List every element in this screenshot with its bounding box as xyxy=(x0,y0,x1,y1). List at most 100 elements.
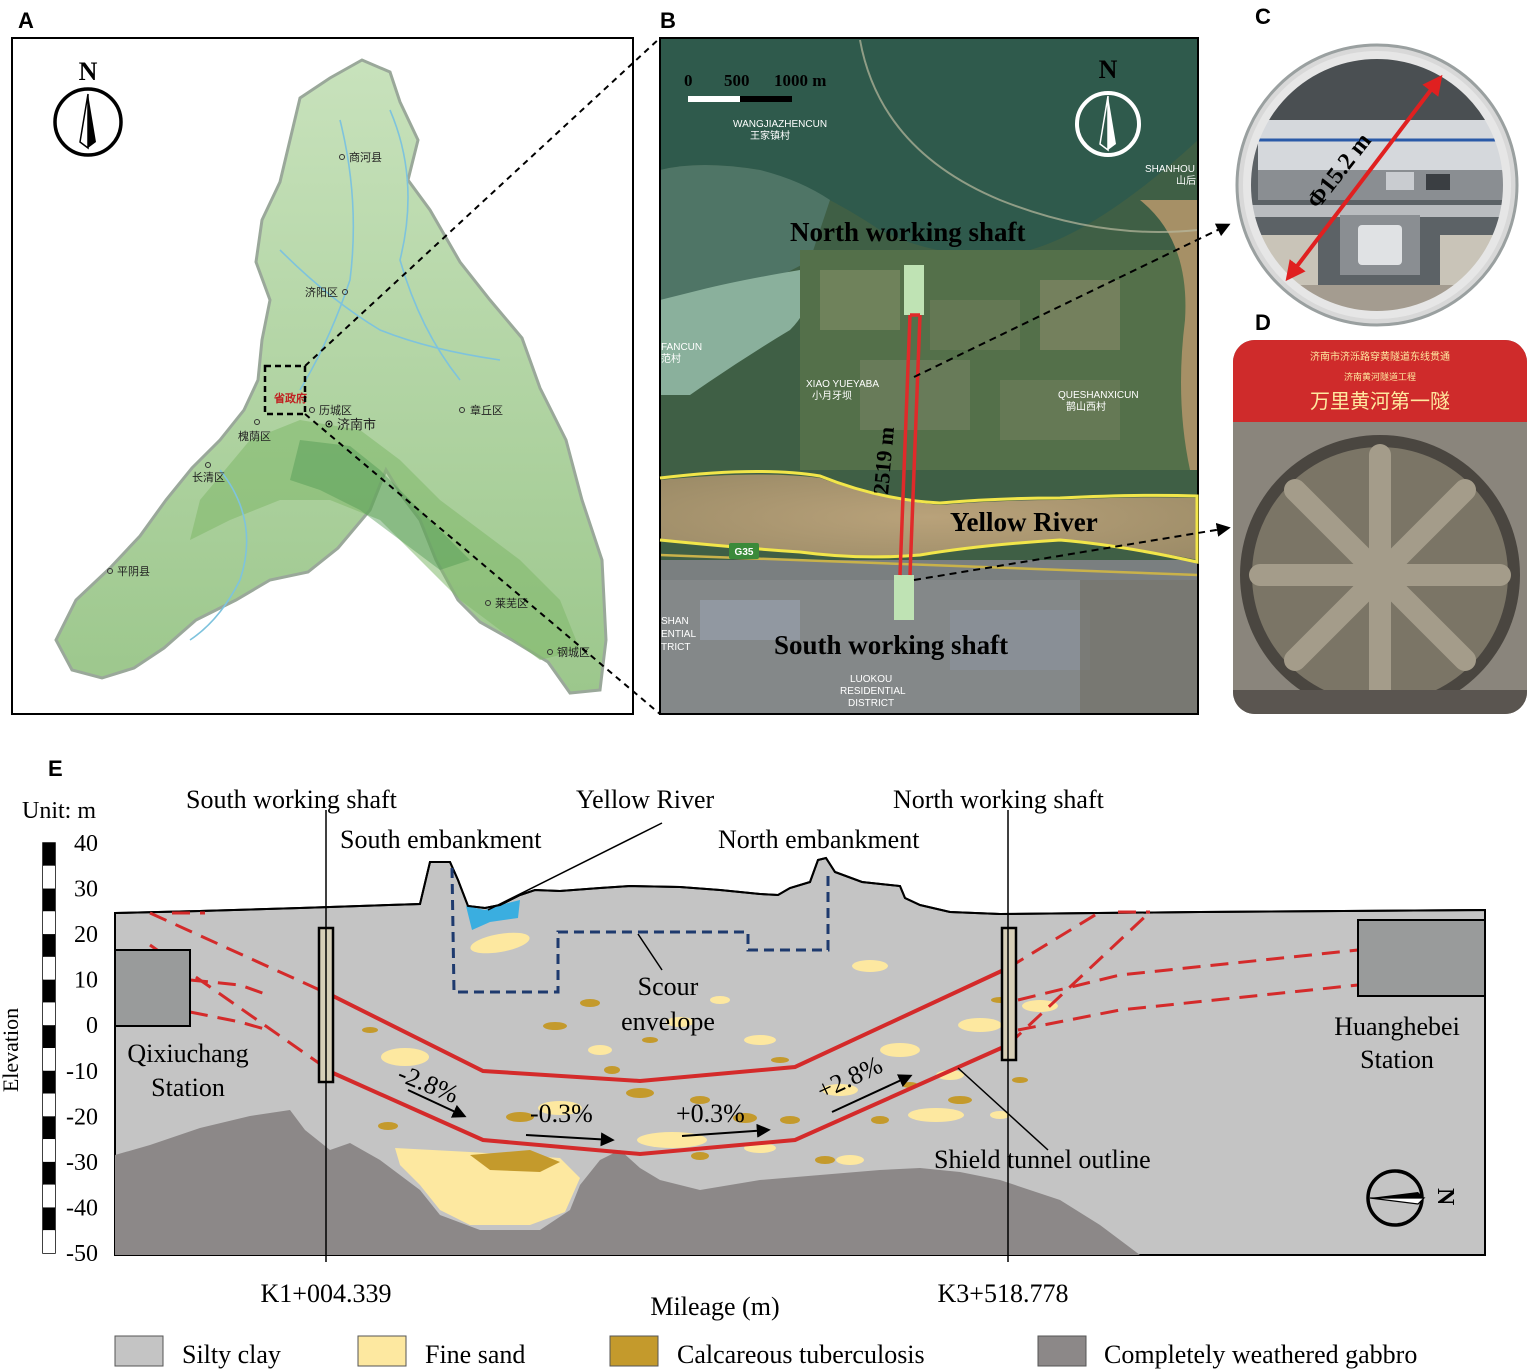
svg-text:Station: Station xyxy=(1360,1045,1434,1074)
scale-block xyxy=(43,1230,55,1253)
diameter-arrow xyxy=(1285,74,1443,282)
scale-block xyxy=(43,911,55,935)
scale-block xyxy=(43,1139,55,1162)
scale-block xyxy=(43,1070,55,1094)
svg-text:万里黄河第一隧: 万里黄河第一隧 xyxy=(1310,389,1450,413)
svg-text:济南黄河隧道工程: 济南黄河隧道工程 xyxy=(1344,371,1416,383)
svg-text:500: 500 xyxy=(724,71,750,90)
elevation-tick-label: 30 xyxy=(74,877,98,903)
svg-text:ENTIAL: ENTIAL xyxy=(661,629,696,640)
svg-text:山后: 山后 xyxy=(1176,175,1196,187)
place-changqing: 长清区 xyxy=(192,462,225,484)
scale-block xyxy=(43,1184,55,1208)
svg-text:SHANHOU: SHANHOU xyxy=(1145,164,1195,175)
place-laiwu: 莱芜区 xyxy=(485,596,528,610)
svg-text:槐荫区: 槐荫区 xyxy=(238,429,271,443)
legend-silty-clay: Silty clay xyxy=(114,1335,281,1369)
svg-text:SHAN: SHAN xyxy=(661,616,689,627)
svg-text:Scour: Scour xyxy=(638,972,699,1001)
svg-text:钢城区: 钢城区 xyxy=(557,646,590,659)
place-gangcheng: 钢城区 xyxy=(547,646,590,659)
scale-block xyxy=(43,865,55,889)
north-arrow-a: N xyxy=(53,57,123,157)
svg-text:莱芜区: 莱芜区 xyxy=(495,596,528,610)
svg-text:G35: G35 xyxy=(735,547,754,558)
gabbro-layer xyxy=(115,1110,1140,1255)
outline-leader xyxy=(957,1067,1049,1151)
svg-text:Station: Station xyxy=(151,1073,225,1102)
north-shaft-patch xyxy=(904,265,924,315)
geology-section xyxy=(114,856,1486,1256)
svg-text:省政府: 省政府 xyxy=(273,391,307,405)
elevation-tick-label: 10 xyxy=(74,968,98,994)
svg-text:XIAO YUEYABA: XIAO YUEYABA xyxy=(806,379,879,390)
places-b: WANGJIAZHENCUN 王家镇村 SHANHOU 山后 FANCUN 范村… xyxy=(661,119,1196,709)
north-arrow-b: N xyxy=(1075,55,1141,157)
river-leader xyxy=(487,822,663,911)
place-licheng: 历城区 xyxy=(309,404,352,417)
svg-text:章丘区: 章丘区 xyxy=(470,403,503,417)
svg-text:范村: 范村 xyxy=(661,352,681,365)
svg-text:济阳区: 济阳区 xyxy=(305,285,338,299)
scale-bar: 0 500 1000 m xyxy=(684,71,826,102)
panel-b-label: B xyxy=(660,8,676,33)
svg-text:envelope: envelope xyxy=(621,1007,715,1036)
svg-text:Fine sand: Fine sand xyxy=(425,1340,525,1369)
svg-text:K1+004.339: K1+004.339 xyxy=(261,1279,392,1308)
compass-e: N xyxy=(1366,1169,1458,1227)
panel-c-label: C xyxy=(1255,4,1271,29)
leader-to-d xyxy=(913,522,1231,581)
svg-text:鹊山西村: 鹊山西村 xyxy=(1066,400,1106,413)
shield-tunnel xyxy=(332,966,1009,1157)
svg-text:WANGJIAZHENCUN: WANGJIAZHENCUN xyxy=(733,119,827,130)
place-shanghe: 商河县 xyxy=(339,150,382,164)
scale-block xyxy=(43,1093,55,1117)
scale-block xyxy=(43,1161,55,1185)
tbm-photo: 济南市济泺路穿黄隧道东线贯通 济南黄河隧道工程 万里黄河第一隧 xyxy=(1233,340,1527,714)
unit-label: Unit: m xyxy=(22,798,96,824)
section-labels: South working shaft Yellow River North w… xyxy=(127,785,1459,1321)
qixiuchang-station xyxy=(114,949,191,1027)
svg-text:RESIDENTIAL: RESIDENTIAL xyxy=(840,686,906,697)
mountain-relief-dark xyxy=(290,440,470,570)
zoom-line-top xyxy=(304,37,661,367)
scour-envelope xyxy=(450,867,830,994)
scale-block xyxy=(43,1116,55,1140)
svg-text:长清区: 长清区 xyxy=(192,471,225,484)
tunnel-route xyxy=(898,313,922,576)
place-huaiyin: 槐荫区 xyxy=(238,419,271,443)
svg-text:Qixiuchang: Qixiuchang xyxy=(127,1039,248,1068)
svg-text:North embankment: North embankment xyxy=(718,825,920,854)
satellite-image xyxy=(660,38,1198,714)
svg-text:1000 m: 1000 m xyxy=(774,71,826,90)
river-water xyxy=(466,900,520,930)
svg-text:小月牙坝: 小月牙坝 xyxy=(812,390,852,402)
calcareous-patches xyxy=(362,997,1028,1172)
elevation-tick-label: -20 xyxy=(66,1104,98,1130)
north-shaft-label-b: North working shaft xyxy=(790,217,1026,247)
svg-text:K3+518.778: K3+518.778 xyxy=(938,1279,1069,1308)
scale-block xyxy=(43,956,55,980)
svg-text:Silty clay: Silty clay xyxy=(182,1340,281,1369)
svg-text:TRICT: TRICT xyxy=(661,642,690,653)
svg-text:DISTRICT: DISTRICT xyxy=(848,698,894,709)
map-rivers xyxy=(189,109,501,641)
elevation-tick-label: -30 xyxy=(66,1150,98,1176)
svg-text:N: N xyxy=(1432,1188,1458,1206)
svg-text:QUESHANXICUN: QUESHANXICUN xyxy=(1058,390,1139,401)
place-provincial-gov: 省政府 xyxy=(273,391,307,405)
elevation-tick-label: 0 xyxy=(86,1013,98,1039)
svg-text:FANCUN: FANCUN xyxy=(661,342,702,353)
place-zhangqiu: 章丘区 xyxy=(459,403,503,417)
tunnel-length: 2519 m xyxy=(868,426,899,496)
svg-text:Mileage (m): Mileage (m) xyxy=(650,1292,779,1321)
svg-text:商河县: 商河县 xyxy=(349,150,382,164)
elevation-tick-label: 40 xyxy=(74,831,98,857)
scale-block xyxy=(43,1025,55,1048)
south-shaft-label-b: South working shaft xyxy=(774,630,1008,660)
places-a: 商河县 济阳区 省政府 历城区 济南市 章丘区 槐荫区 长清区 平阴县 莱芜区 … xyxy=(107,150,590,659)
huanghebei-station xyxy=(1357,919,1486,997)
svg-text:Calcareous tuberculosis: Calcareous tuberculosis xyxy=(677,1340,925,1369)
